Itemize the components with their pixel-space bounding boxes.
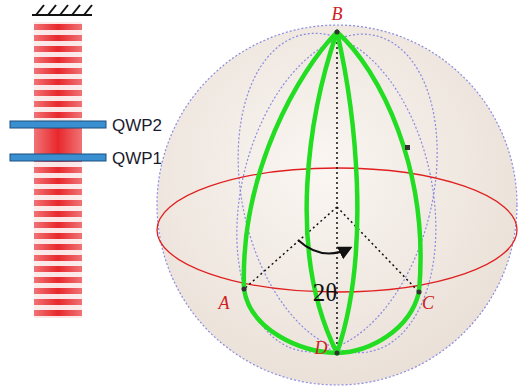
quarter-wave-plate [10,154,106,161]
sphere [157,13,517,385]
plate-label: QWP1 [112,150,162,167]
point-label: B [332,5,343,23]
rotation-arrow [298,240,350,253]
quarter-wave-plate [10,121,106,128]
plate-label: QWP2 [112,117,162,134]
polarization-trajectory [244,32,421,353]
point-label: A [219,294,230,312]
point-label: C [422,294,434,312]
angle-label: 2θ [313,280,337,305]
point-label: D [315,339,328,357]
ceiling-mount [32,5,92,15]
laser-beam [34,22,82,318]
sphere-point [242,30,422,356]
